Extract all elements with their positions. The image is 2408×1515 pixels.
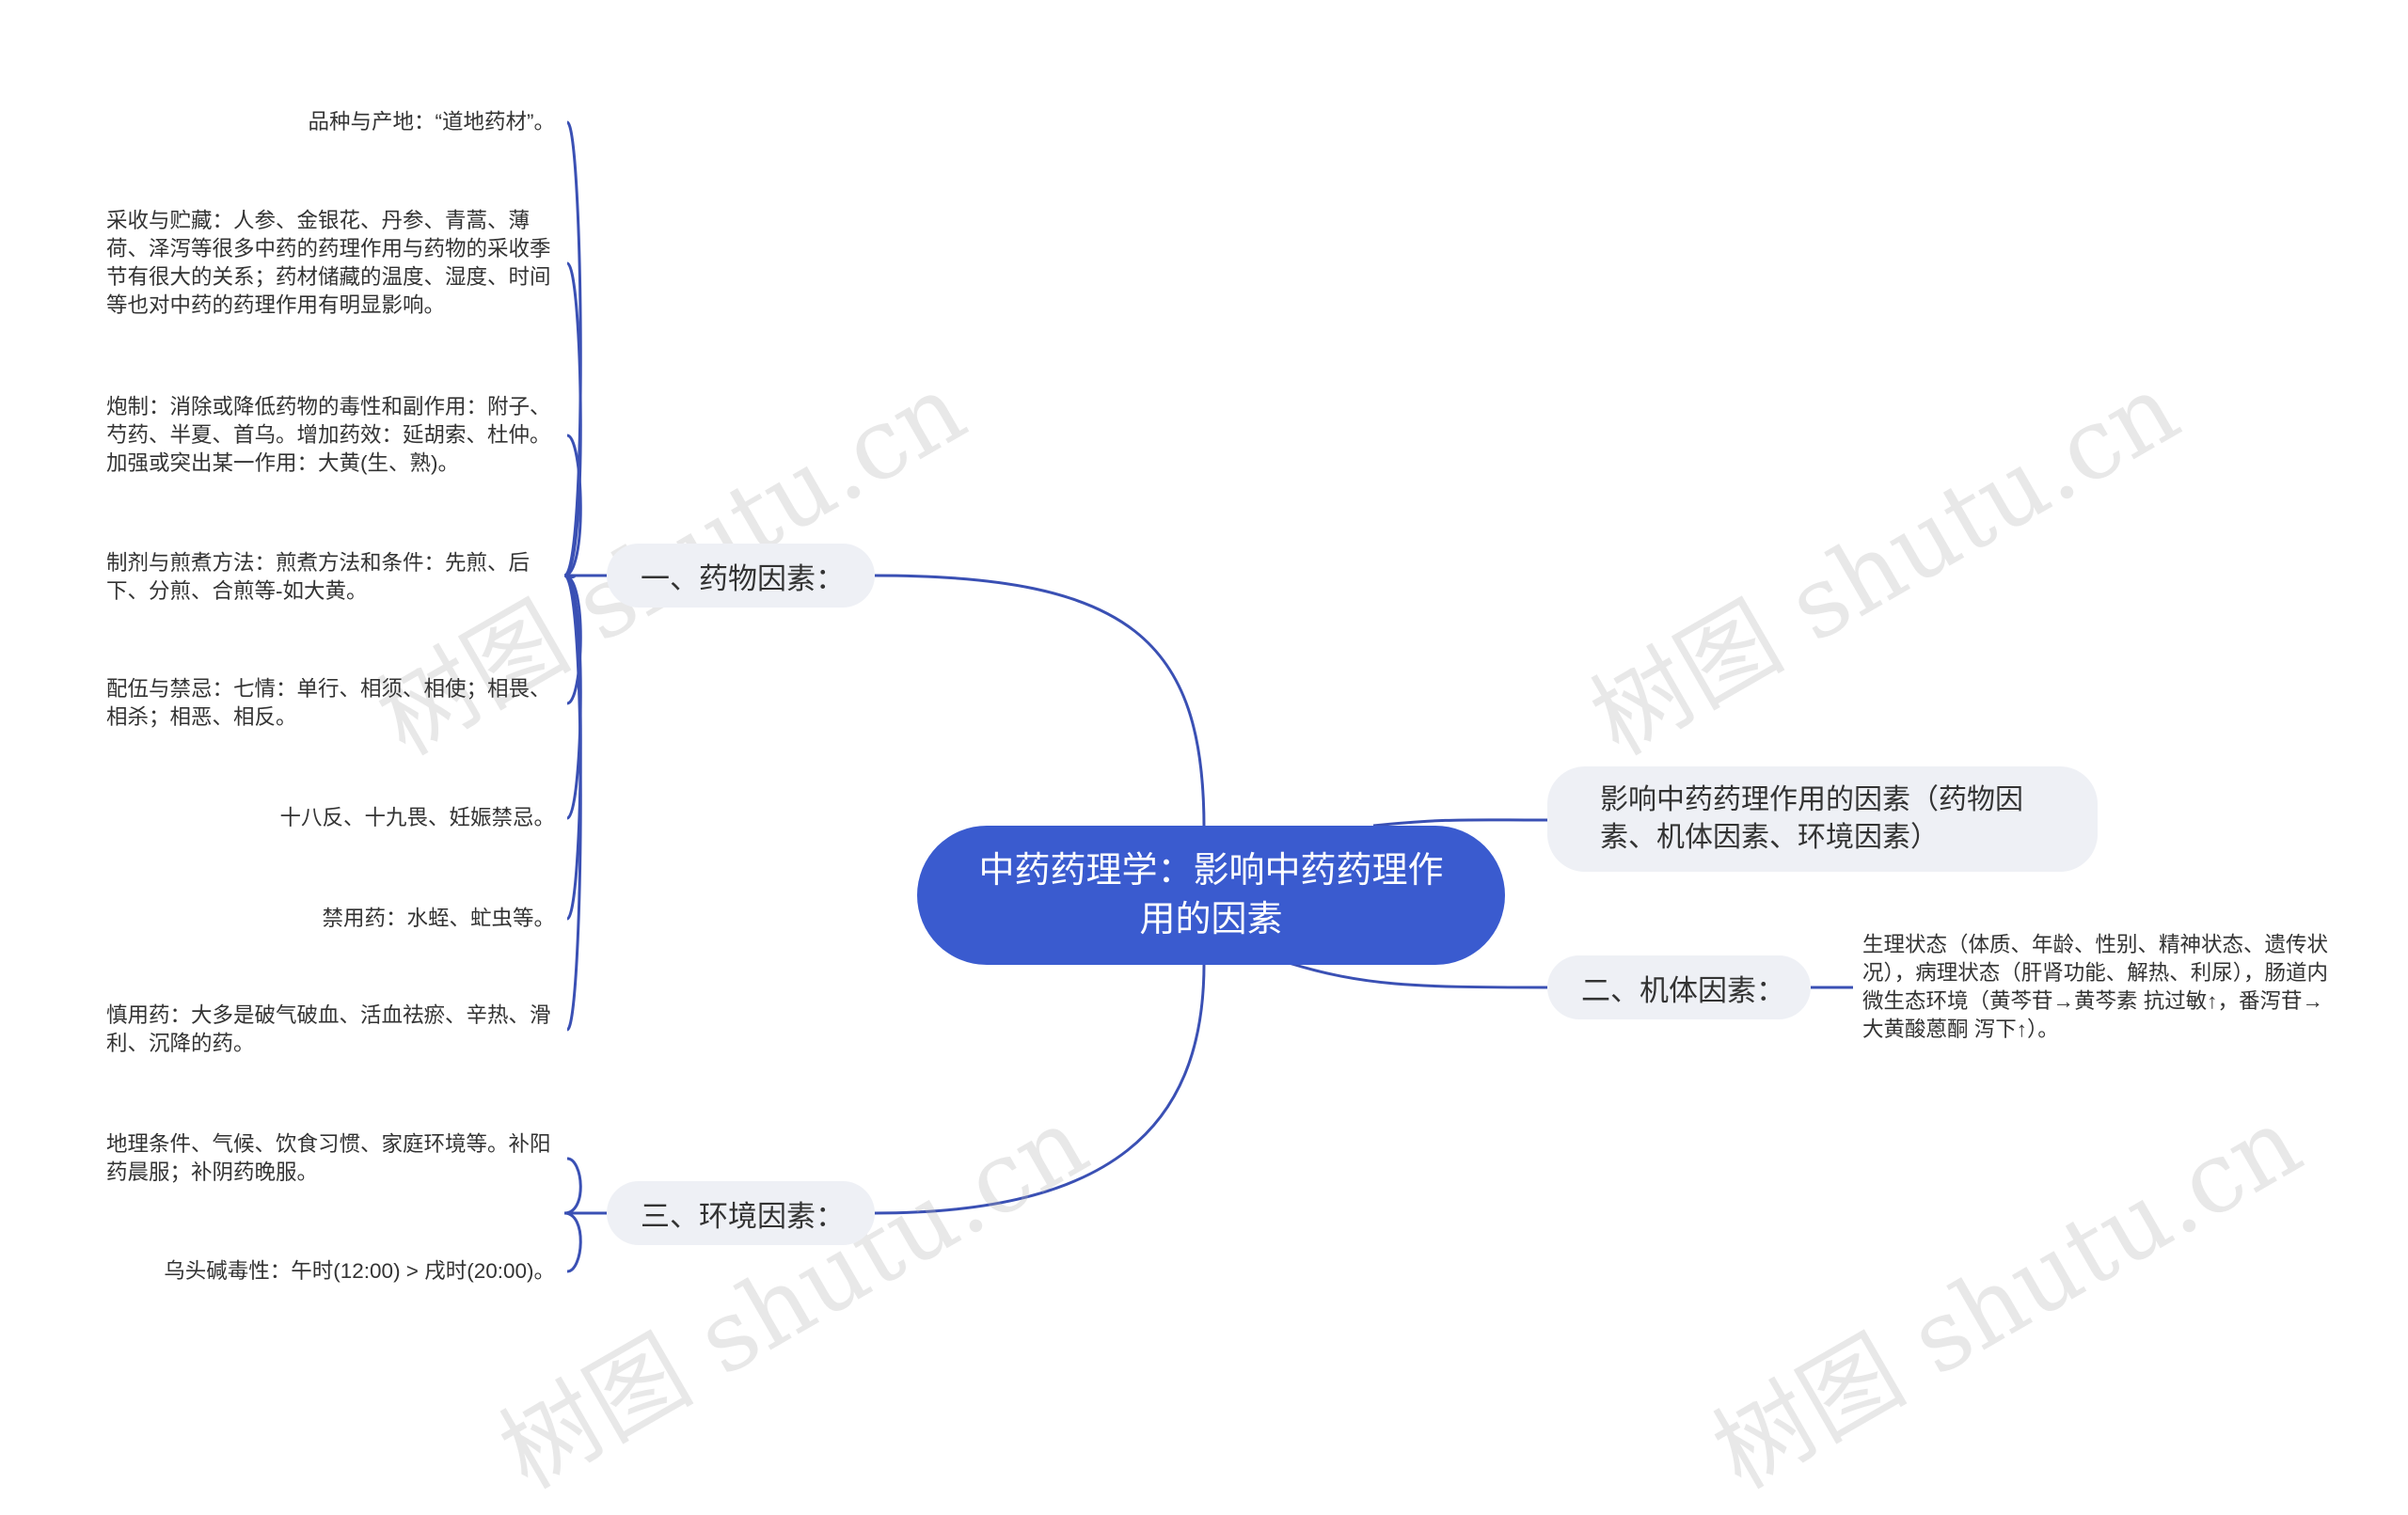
central-topic-label: 中药药理学：影响中药药理作用的因素 <box>978 851 1444 939</box>
leaf-drug-7[interactable]: 禁用药：水蛭、虻虫等。 <box>99 905 555 933</box>
leaf-text: 生理状态（体质、年龄、性别、精神状态、遗传状况），病理状态（肝肾功能、解热、利尿… <box>1862 933 2329 1041</box>
leaf-env-2[interactable]: 乌头碱毒性：午时(12:00) > 戌时(20:00)。 <box>99 1257 555 1286</box>
link-central-body <box>1288 961 1548 989</box>
leaf-text: 乌头碱毒性：午时(12:00) > 戌时(20:00)。 <box>164 1259 555 1283</box>
link-drug-leaf-2 <box>563 261 582 577</box>
leaf-text: 品种与产地：“道地药材”。 <box>308 110 556 134</box>
leaf-body-1[interactable]: 生理状态（体质、年龄、性别、精神状态、遗传状况），病理状态（肝肾功能、解热、利尿… <box>1862 931 2333 1044</box>
connector-lines <box>562 120 1853 1273</box>
leaf-text: 地理条件、气候、饮食习惯、家庭环境等。补阳药晨服；补阴药晚服。 <box>106 1132 551 1184</box>
link-drug-leaf-8 <box>562 574 582 1032</box>
branch-drug-label: 一、药物因素： <box>641 561 845 595</box>
link-central-env <box>874 963 1206 1215</box>
link-drug-leaf-3 <box>563 434 582 577</box>
branch-env-label: 三、环境因素： <box>641 1199 845 1233</box>
mindmap-canvas: 树图 shutu.cn 树图 shutu.cn 树图 shutu.cn 树图 s… <box>99 108 2333 1510</box>
leaf-text: 禁用药：水蛭、虻虫等。 <box>322 907 555 930</box>
leaf-drug-1[interactable]: 品种与产地：“道地药材”。 <box>99 108 556 136</box>
leaf-drug-5[interactable]: 配伍与禁忌：七情：单行、相须、相使；相畏、相杀；相恶、相反。 <box>106 675 558 732</box>
leaf-drug-2[interactable]: 采收与贮藏：人参、金银花、丹参、青蒿、薄荷、泽泻等很多中药的药理作用与药物的采收… <box>106 207 558 320</box>
branch-summary-label: 影响中药药理作用的因素（药物因素、机体因素、环境因素） <box>1600 784 2023 853</box>
link-drug-leaf-1 <box>562 120 582 577</box>
branch-body-factors[interactable]: 二、机体因素： <box>1547 955 1811 1019</box>
link-central-drug <box>874 574 1206 829</box>
leaf-text: 十八反、十九畏、妊娠禁忌。 <box>279 806 555 829</box>
leaf-text: 采收与贮藏：人参、金银花、丹参、青蒿、薄荷、泽泻等很多中药的药理作用与药物的采收… <box>106 209 551 317</box>
leaf-drug-4[interactable]: 制剂与煎煮方法：煎煮方法和条件：先煎、后下、分煎、合煎等-如大黄。 <box>106 549 558 606</box>
leaf-text: 配伍与禁忌：七情：单行、相须、相使；相畏、相杀；相恶、相反。 <box>106 677 551 729</box>
leaf-drug-3[interactable]: 炮制：消除或降低药物的毒性和副作用：附子、芍药、半夏、首乌。增加药效：延胡索、杜… <box>106 393 558 478</box>
leaf-drug-8[interactable]: 慎用药：大多是破气破血、活血祛瘀、辛热、滑利、沉降的药。 <box>106 1002 558 1058</box>
leaf-text: 炮制：消除或降低药物的毒性和副作用：附子、芍药、半夏、首乌。增加药效：延胡索、杜… <box>106 395 551 475</box>
leaf-env-1[interactable]: 地理条件、气候、饮食习惯、家庭环境等。补阳药晨服；补阴药晚服。 <box>106 1130 558 1187</box>
branch-env-factors[interactable]: 三、环境因素： <box>607 1181 875 1245</box>
leaf-text: 制剂与煎煮方法：煎煮方法和条件：先煎、后下、分煎、合煎等-如大黄。 <box>106 551 531 603</box>
link-env-leaf-1 <box>563 1157 582 1215</box>
link-central-summary <box>1372 818 1548 828</box>
link-env-leaf-2 <box>563 1211 582 1273</box>
branch-drug-factors[interactable]: 一、药物因素： <box>607 544 875 608</box>
branch-body-label: 二、机体因素： <box>1581 973 1785 1007</box>
leaf-text: 慎用药：大多是破气破血、活血祛瘀、辛热、滑利、沉降的药。 <box>106 1003 551 1055</box>
central-topic[interactable]: 中药药理学：影响中药药理作用的因素 <box>917 826 1505 965</box>
branch-summary[interactable]: 影响中药药理作用的因素（药物因素、机体因素、环境因素） <box>1547 766 2098 872</box>
leaf-drug-6[interactable]: 十八反、十九畏、妊娠禁忌。 <box>99 804 555 832</box>
